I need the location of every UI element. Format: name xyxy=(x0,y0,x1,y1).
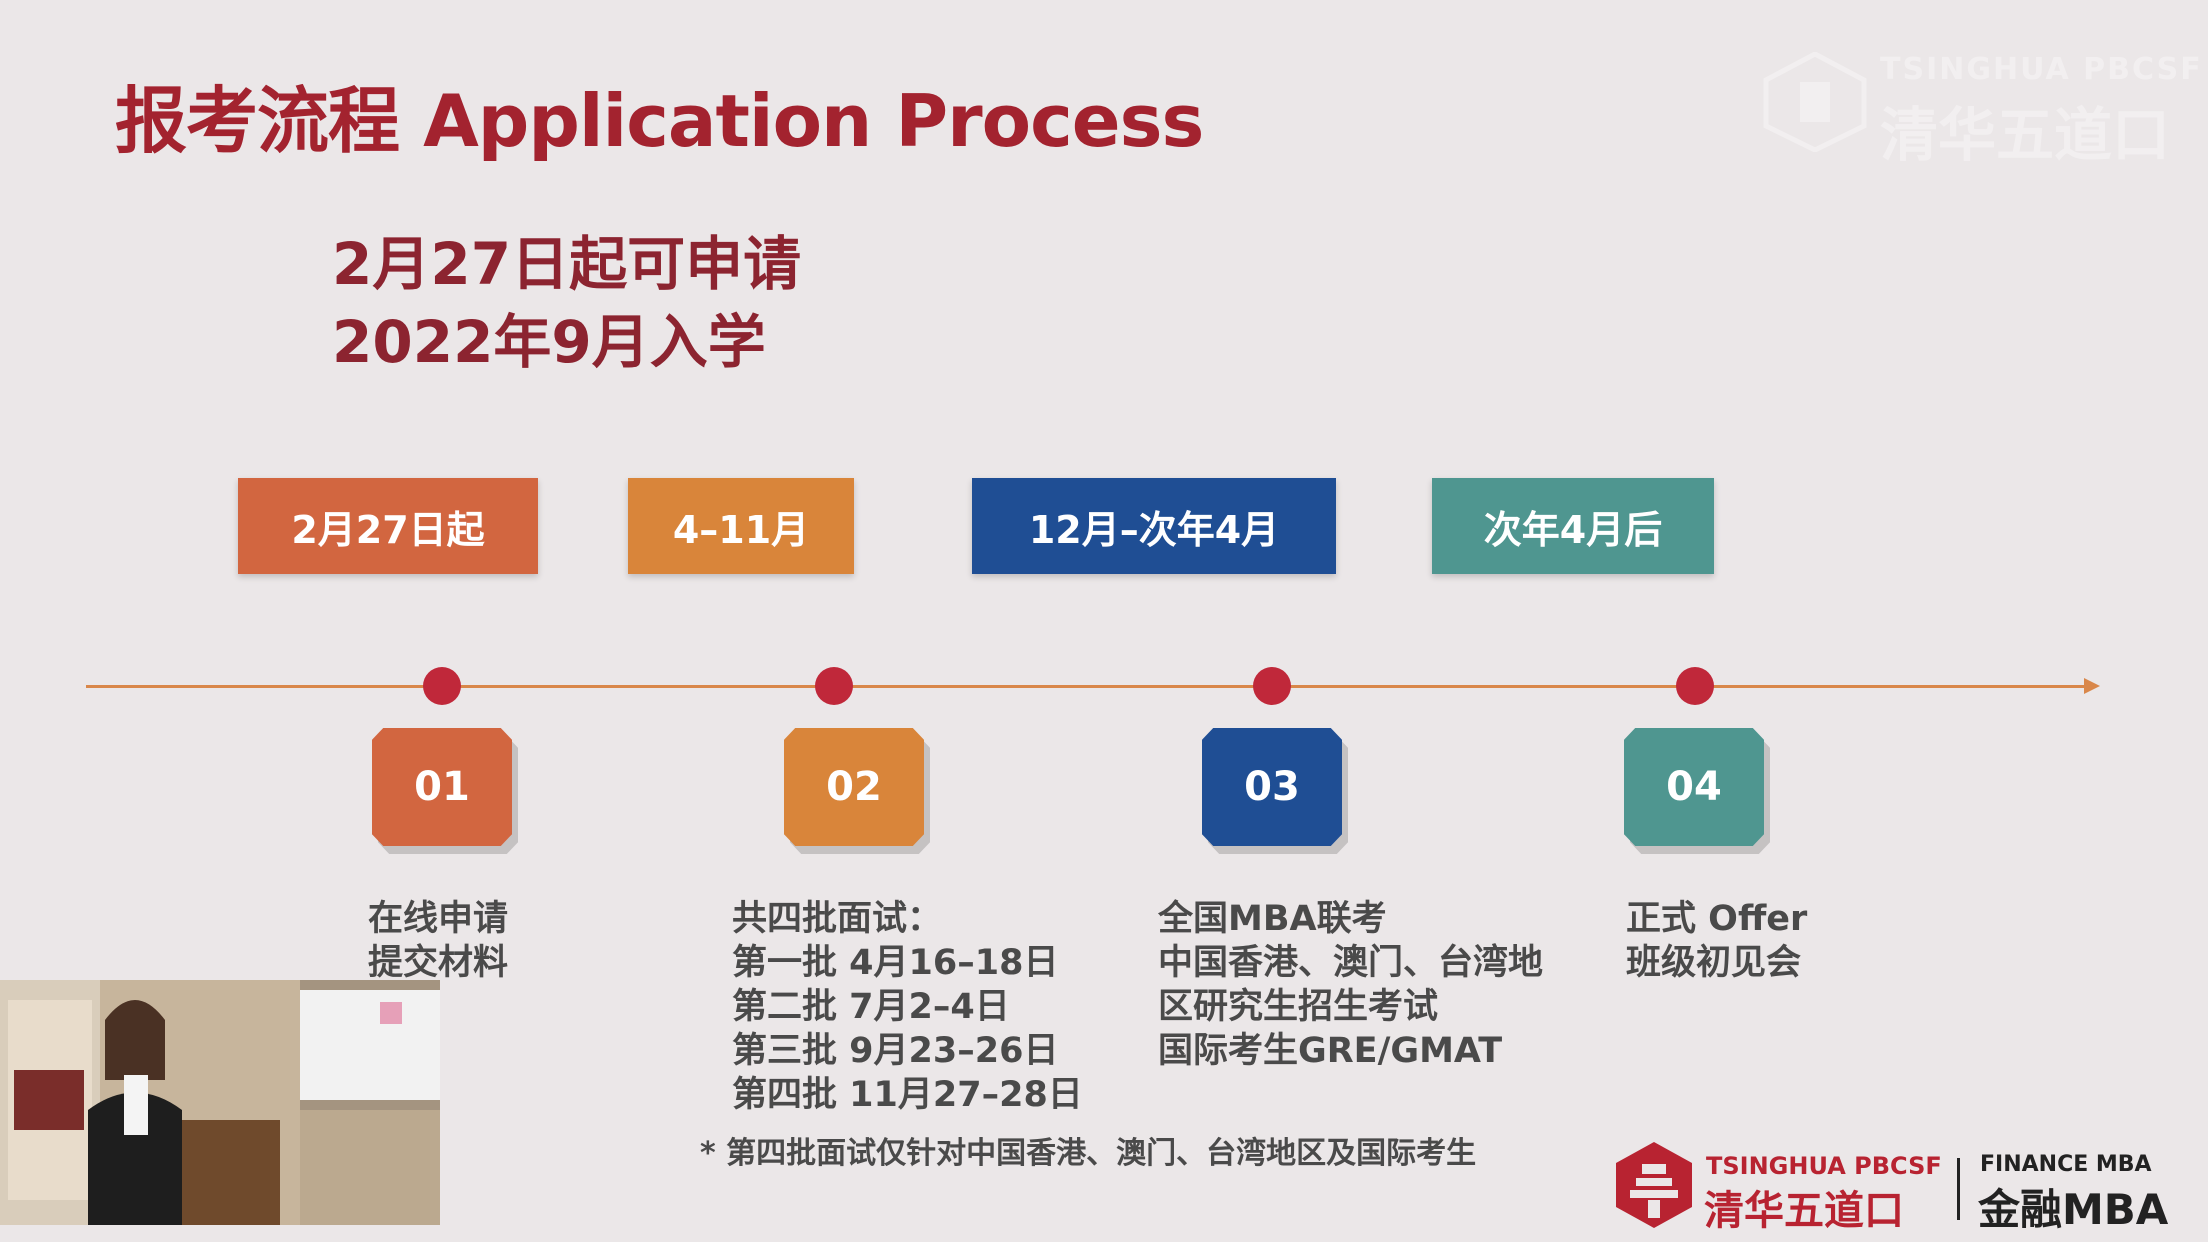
step-4-dot xyxy=(1676,667,1714,705)
watermark-cn: 清华五道口 xyxy=(1880,101,2171,169)
logo-program-en: FINANCE MBA xyxy=(1980,1152,2152,1177)
hexagon-logo-icon xyxy=(1616,1142,1692,1228)
step-2-desc-line: 第二批 7月2–4日 xyxy=(732,987,1010,1027)
step-4-number-box: 04 xyxy=(1624,728,1764,846)
step-4-description: 正式 Offer 班级初见会 xyxy=(1626,897,1807,985)
step-4-desc-line: 正式 Offer xyxy=(1626,899,1808,939)
step-4-date-tag: 次年4月后 xyxy=(1432,478,1714,574)
logo-program-cn: 金融MBA xyxy=(1978,1185,2169,1234)
watermark-logo: TSINGHUA PBCSF 清华五道口 xyxy=(1760,51,2201,169)
step-1-number-box: 01 xyxy=(372,728,512,846)
step-2-number: 02 xyxy=(826,764,882,810)
step-1-date-tag: 2月27日起 xyxy=(238,478,538,574)
slide-subtitle: 2月27日起可申请 2022年9月入学 xyxy=(332,225,801,381)
step-3-desc-line: 区研究生招生考试 xyxy=(1158,987,1439,1027)
step-2-description: 共四批面试： 第一批 4月16–18日 第二批 7月2–4日 第三批 9月23–… xyxy=(732,897,1083,1117)
presenter-video-image xyxy=(0,980,440,1225)
step-1-date: 2月27日起 xyxy=(291,507,485,552)
step-3-number-box: 03 xyxy=(1202,728,1342,846)
webcam-video-inset[interactable] xyxy=(0,980,440,1225)
logo-en: TSINGHUA PBCSF xyxy=(1706,1152,1942,1180)
hexagon-logo-icon xyxy=(1763,51,1867,153)
step-2-desc-line: 第四批 11月27–28日 xyxy=(732,1075,1083,1115)
subtitle-line-2: 2022年9月入学 xyxy=(332,308,766,376)
step-3-number: 03 xyxy=(1244,764,1300,810)
subtitle-line-1: 2月27日起可申请 xyxy=(332,230,802,298)
step-3-desc-line: 全国MBA联考 xyxy=(1158,899,1387,939)
footnote: * 第四批面试仅针对中国香港、澳门、台湾地区及国际考生 xyxy=(700,1136,1477,1171)
step-3-dot xyxy=(1253,667,1291,705)
timeline-arrow-icon xyxy=(2084,678,2100,694)
brand-logo: TSINGHUA PBCSF 清华五道口 FINANCE MBA 金融MBA xyxy=(1612,1140,2182,1234)
step-2-dot xyxy=(815,667,853,705)
step-3-date-tag: 12月–次年4月 xyxy=(972,478,1336,574)
step-2-desc-line: 第三批 9月23–26日 xyxy=(732,1031,1059,1071)
step-2-date-tag: 4–11月 xyxy=(628,478,854,574)
step-1-number: 01 xyxy=(414,764,470,810)
step-3-description: 全国MBA联考 中国香港、澳门、台湾地 区研究生招生考试 国际考生GRE/GMA… xyxy=(1158,897,1543,1073)
logo-divider xyxy=(1957,1158,1960,1220)
step-3-date: 12月–次年4月 xyxy=(1028,507,1280,552)
step-2-number-box: 02 xyxy=(784,728,924,846)
step-2-desc-line: 第一批 4月16–18日 xyxy=(732,943,1059,983)
step-2-date: 4–11月 xyxy=(672,507,810,552)
slide-title: 报考流程 Application Process xyxy=(115,79,1204,163)
step-3-desc-line: 国际考生GRE/GMAT xyxy=(1158,1031,1503,1071)
step-4-desc-line: 班级初见会 xyxy=(1626,943,1802,983)
step-1-description: 在线申请 提交材料 xyxy=(368,897,508,985)
step-1-desc-line: 提交材料 xyxy=(368,943,509,983)
step-2-desc-line: 共四批面试： xyxy=(732,899,943,939)
step-4-date: 次年4月后 xyxy=(1483,507,1663,552)
watermark-en: TSINGHUA PBCSF xyxy=(1880,52,2203,87)
step-1-desc-line: 在线申请 xyxy=(368,899,509,939)
timeline-line xyxy=(86,685,2086,688)
logo-cn: 清华五道口 xyxy=(1704,1188,1904,1234)
step-3-desc-line: 中国香港、澳门、台湾地 xyxy=(1158,943,1544,983)
step-4-number: 04 xyxy=(1666,764,1722,810)
step-1-dot xyxy=(423,667,461,705)
